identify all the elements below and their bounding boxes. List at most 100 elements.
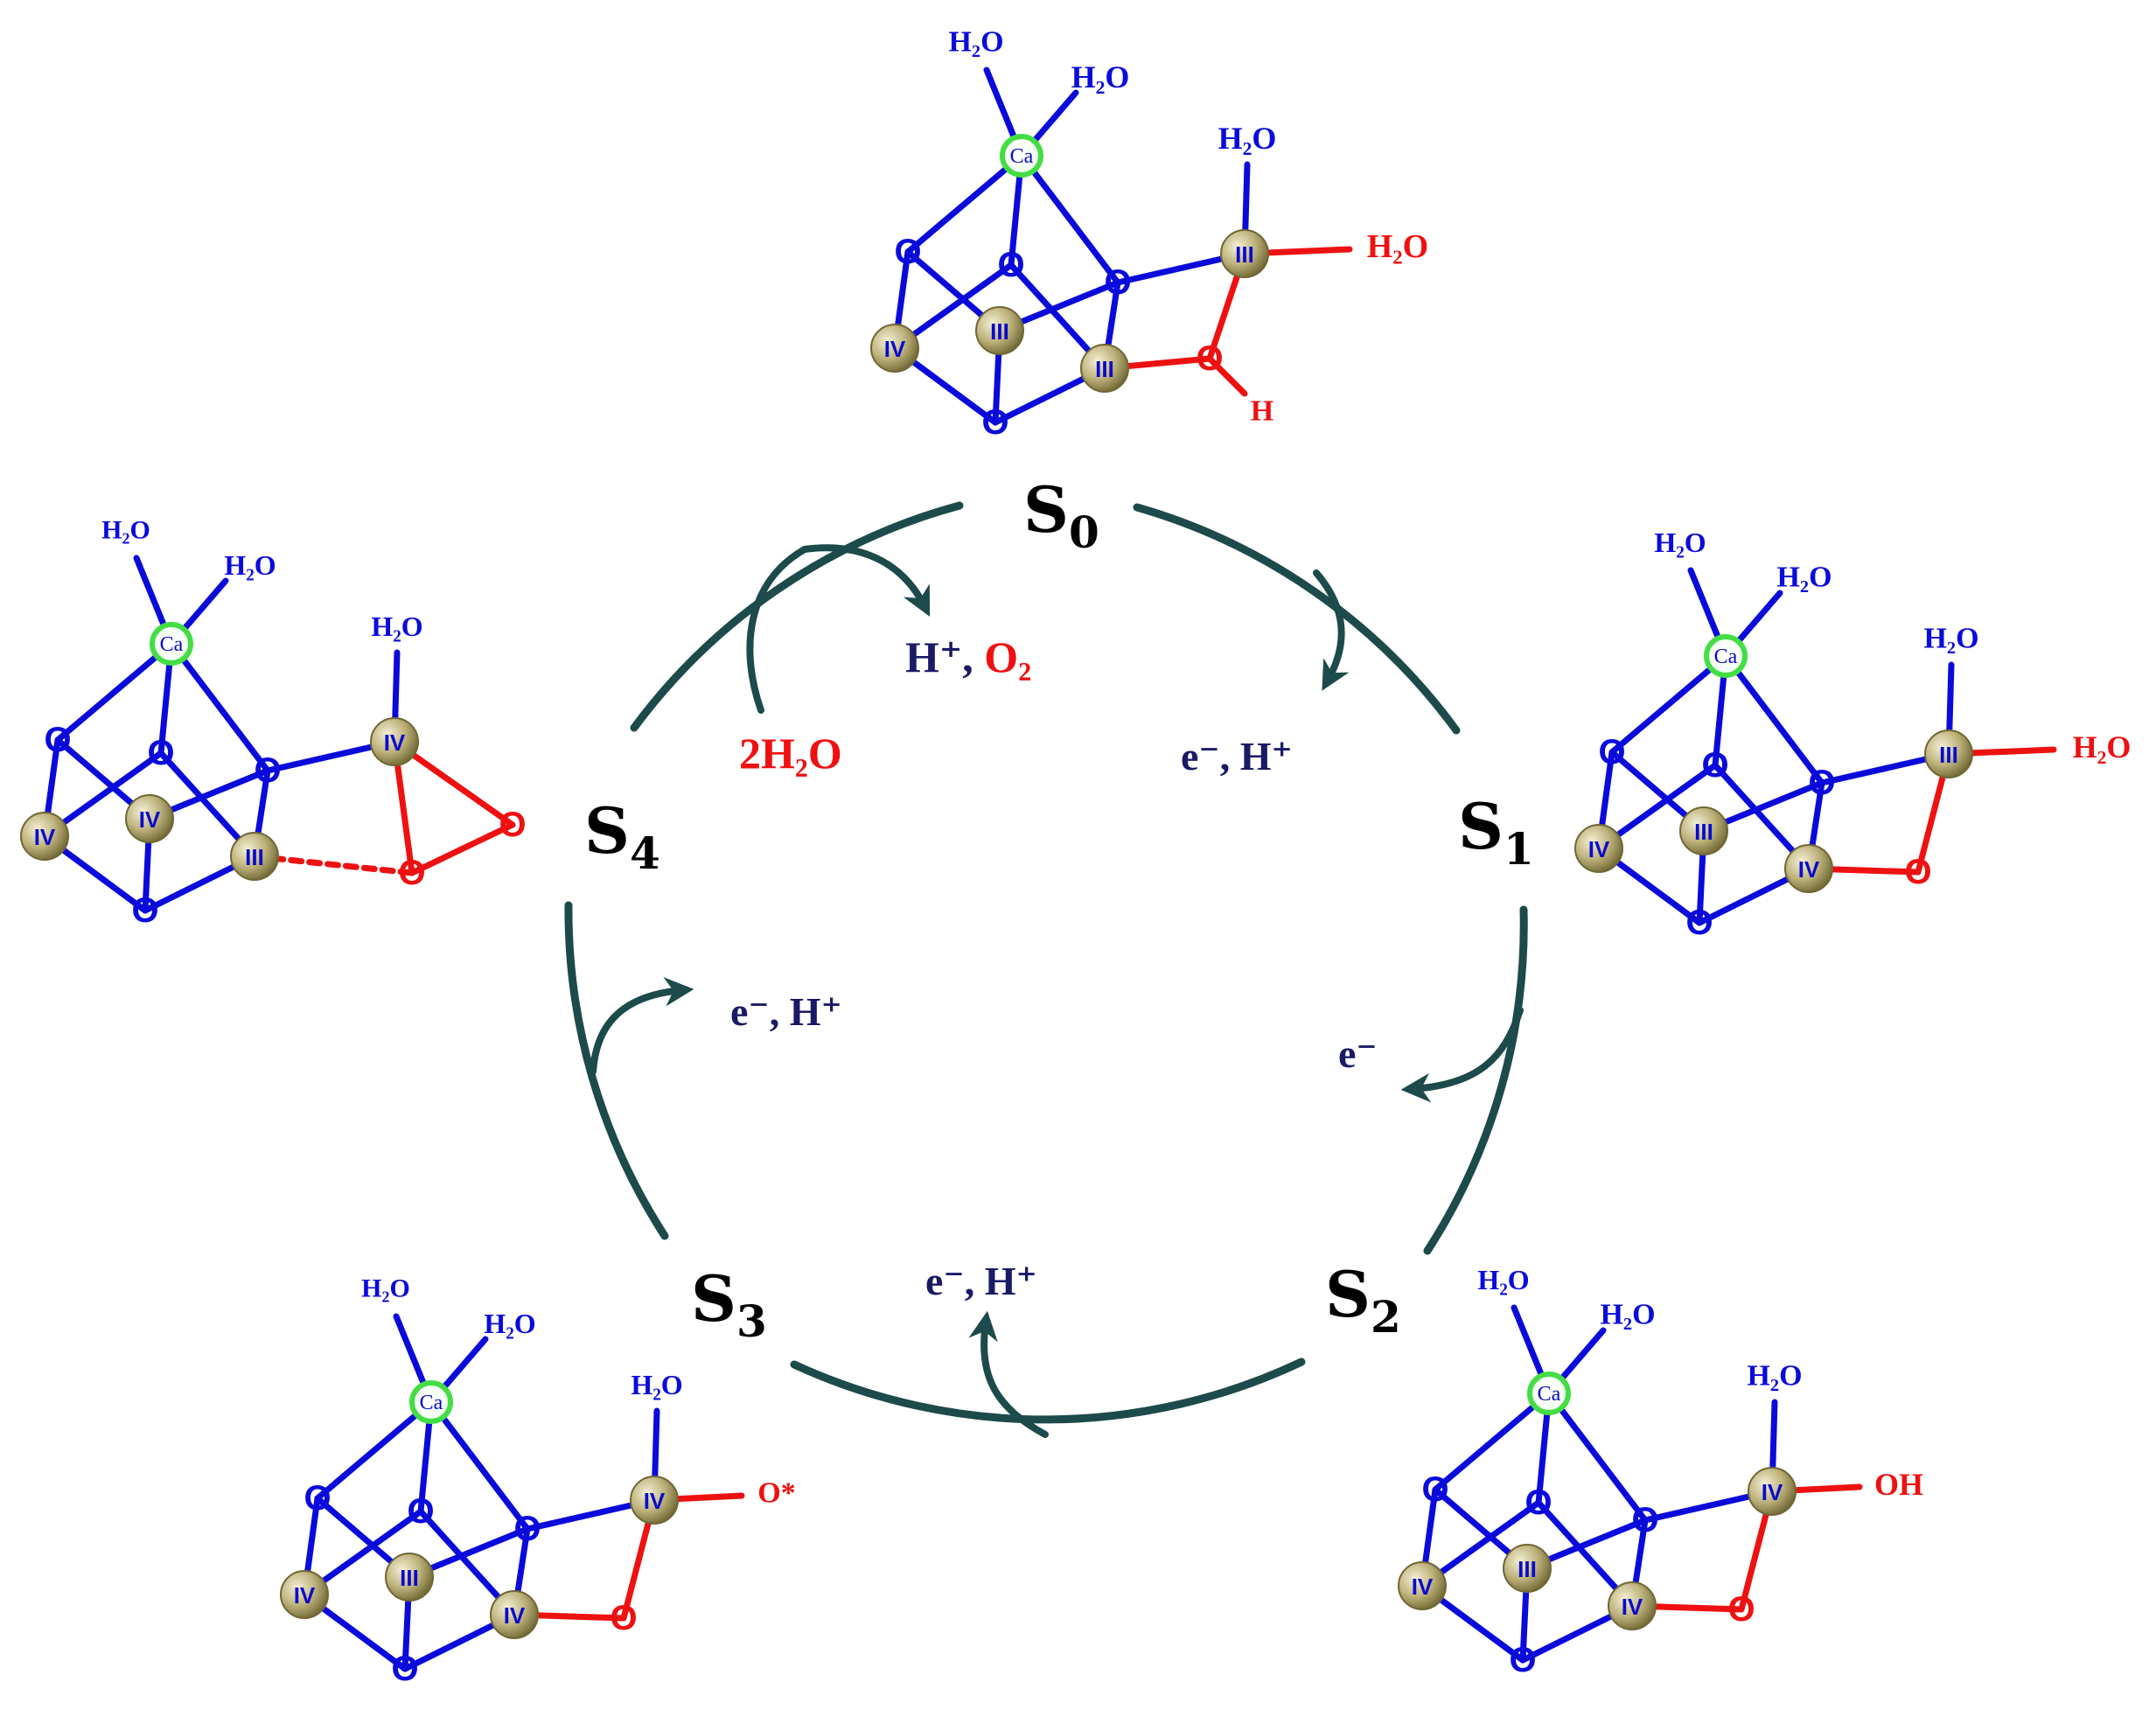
ca-o-bond [54, 640, 175, 743]
mn-d-oxidation-label: III [1235, 241, 1254, 268]
calcium-atom-icon [1704, 634, 1748, 678]
mu-oxo-oR: O [1631, 1501, 1658, 1539]
arc-s3-s4 [564, 901, 669, 1240]
ca-o-bond [904, 152, 1025, 255]
calcium-atom-icon [1000, 134, 1043, 178]
label-s4-s0-products: H⁺, O₂ [905, 632, 1031, 681]
label-s3-s4-products: e⁻, H⁺ [730, 989, 842, 1034]
ca-water-label-2: H₂O [1776, 562, 1832, 594]
mn-c-oxidation-label: IV [1622, 1594, 1643, 1620]
state-label-s3: S3 [691, 1261, 767, 1347]
mn-c-atom-icon [1784, 844, 1833, 893]
arc-s2-s3 [790, 1358, 1306, 1424]
peroxo-bond [408, 821, 516, 876]
mn-a-atom-icon [1398, 1561, 1447, 1610]
mu-oxo-oC: O [997, 246, 1024, 284]
mu-oxo-oR: O [254, 751, 281, 790]
mn-c-oxidation-label: III [1095, 356, 1114, 382]
mn-b-oxidation-label: III [1518, 1556, 1537, 1582]
mn-b-oxidation-label: IV [139, 806, 161, 833]
label-s2-s3-products: e⁻, H⁺ [925, 1259, 1037, 1303]
terminal-hydroxide-label: OH [1874, 1467, 1923, 1502]
transition-labels: e⁻, H⁺ e⁻ e⁻, H⁺ e⁻, H⁺ 2H₂O H⁺, O₂ [730, 632, 1378, 1303]
mn-c-atom-icon [490, 1590, 539, 1639]
mu-oxo-oC: O [1525, 1483, 1552, 1522]
mn-d-atom-icon [630, 1476, 679, 1525]
mn-d-atom-icon [370, 717, 419, 766]
mu-oxo-oC: O [407, 1492, 434, 1531]
arrow-s3-s4-release [590, 977, 694, 1075]
peroxo-oxygen: O [499, 806, 526, 844]
ca-water-label-2: H₂O [484, 1308, 535, 1339]
calcium-label: Ca [160, 633, 184, 656]
arrow-s0-s1-release [1313, 569, 1350, 691]
mu-oxo-oL: O [894, 233, 921, 271]
terminal-oxyl-label: O* [757, 1477, 795, 1510]
calcium-label: Ca [1010, 145, 1034, 168]
label-s4-s0-water: 2H₂O [739, 729, 842, 778]
mn-a-atom-icon [1574, 824, 1623, 873]
mu-oxo-oB: O [391, 1650, 418, 1688]
mn-c-oxidation-label: IV [504, 1602, 526, 1629]
state-label-s0: S0 [1023, 472, 1099, 558]
mu-oxo-oB: O [131, 891, 158, 930]
mn-d-atom-icon [1220, 229, 1269, 278]
bridge-oxygen: O [1904, 853, 1931, 891]
mu-oxo-oC: O [147, 734, 174, 772]
catalytic-cycle [564, 501, 1528, 1424]
mn-a-atom-icon [870, 324, 919, 373]
mn-a-oxidation-label: IV [34, 824, 56, 850]
mn-c-atom-icon [1608, 1581, 1657, 1630]
mn-d-oxidation-label: III [1939, 742, 1958, 768]
mn-c-oxidation-label: III [245, 844, 264, 870]
dangler-water-label: H₂O [631, 1369, 682, 1400]
mn-b-oxidation-label: III [1694, 819, 1713, 845]
mu-oxo-oR: O [1104, 263, 1131, 302]
peroxo-oxygen: O [398, 854, 425, 892]
mn-a-oxidation-label: IV [1588, 836, 1610, 862]
mn-a-atom-icon [280, 1570, 329, 1619]
arrow-s4-s0-water-in [746, 546, 808, 714]
ca-water-label-1: H₂O [361, 1274, 410, 1303]
ca-water-label-1: H₂O [948, 26, 1003, 59]
arrow-s4-s0-release [801, 544, 931, 617]
ca-o-bond [168, 640, 271, 774]
mu-oxo-oB: O [1685, 904, 1713, 942]
calcium-label: Ca [1714, 646, 1738, 668]
mu-oxo-oL: O [304, 1479, 331, 1518]
ca-water-label-1: H₂O [1654, 527, 1706, 558]
arc-s0-s1 [1133, 503, 1461, 735]
mu-oxo-oL: O [1598, 733, 1625, 771]
mn-c-oxidation-label: IV [1798, 856, 1820, 883]
label-s0-s1-products: e⁻, H⁺ [1181, 734, 1293, 778]
ca-o-bond [1018, 152, 1121, 286]
bridge-oxygen: O [610, 1599, 637, 1637]
mn-a-oxidation-label: IV [884, 336, 906, 362]
branch-arrows [590, 544, 1524, 1438]
arrow-s2-s3-release [968, 1310, 1049, 1438]
arrow-s1-s2-release [1400, 1007, 1524, 1103]
terminal-water-label: H₂O [1367, 228, 1429, 265]
mn-b-atom-icon [975, 306, 1024, 355]
mn-b-atom-icon [1503, 1544, 1552, 1593]
mn-b-atom-icon [125, 794, 174, 843]
bridge-hydrogen: H [1251, 395, 1273, 428]
calcium-label: Ca [420, 1392, 443, 1414]
mn-d-atom-icon [1748, 1467, 1797, 1516]
dangler-water-label: H₂O [1923, 623, 1978, 655]
mu-oxo-oL: O [1421, 1470, 1448, 1509]
mn-c-atom-icon [1080, 344, 1129, 393]
ca-water-label-2: H₂O [1071, 59, 1130, 94]
mn-d-atom-icon [1924, 729, 1973, 778]
dangler-water-label: H₂O [371, 611, 422, 642]
mu-oxo-oR: O [1808, 764, 1835, 802]
calcium-atom-icon [150, 622, 193, 666]
dangler-water-label: H₂O [1218, 121, 1277, 156]
mu-oxo-oL: O [44, 721, 71, 759]
calcium-label: Ca [1538, 1383, 1561, 1406]
